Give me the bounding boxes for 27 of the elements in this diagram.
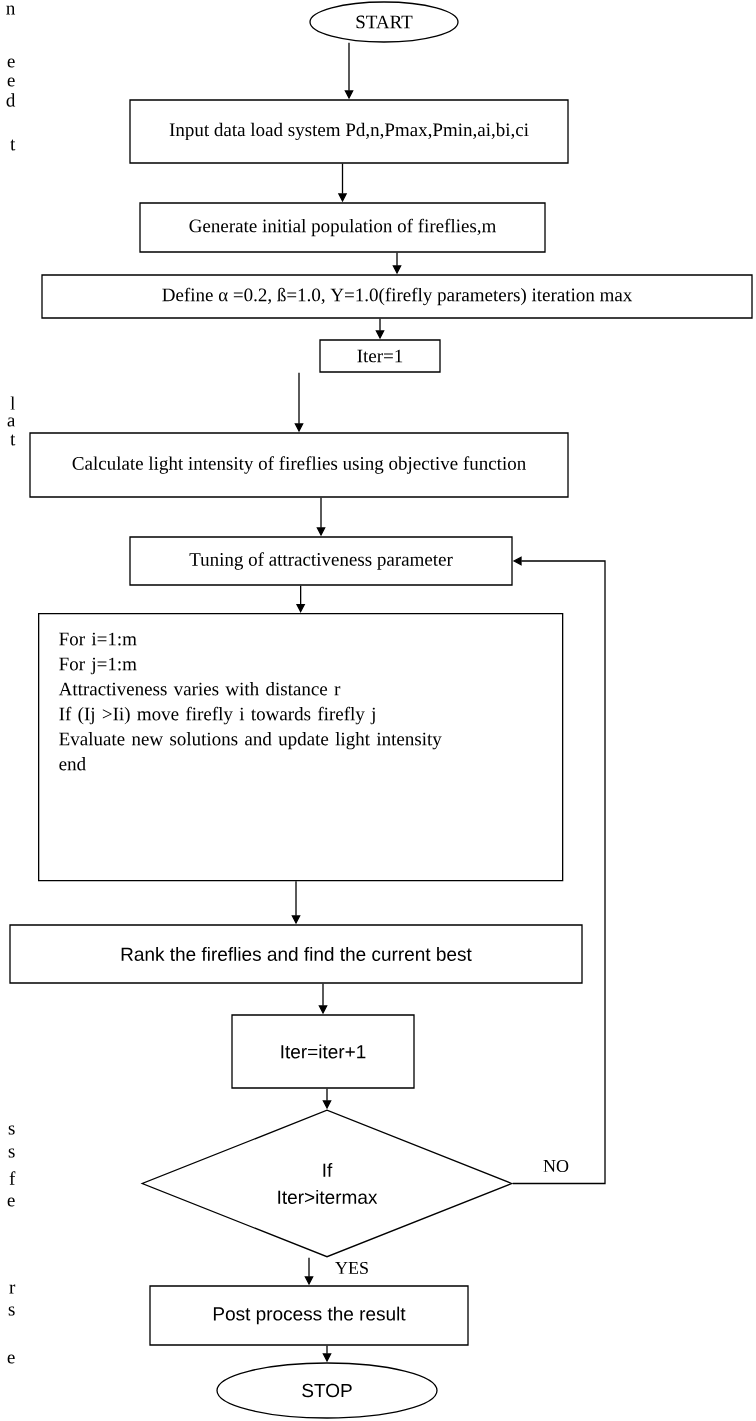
process-box: Iter=iter+1 xyxy=(231,1014,415,1089)
edge-label: NO xyxy=(542,1158,570,1174)
text-fragment: e xyxy=(7,58,15,68)
process-box: For i=1:m For j=1:m Attractiveness varies with distance r If (Ij >Ii) move firefly i towards firefly j Evaluate new solutions and update light intensity end xyxy=(38,613,564,882)
text-fragment: s xyxy=(8,1148,15,1158)
text-fragment: a xyxy=(7,417,16,427)
process-box: Input data load system Pd,n,Pmax,Pmin,ai,bi,ci xyxy=(129,99,569,164)
process-box: Rank the fireflies and find the current best xyxy=(9,924,583,984)
edge-label: YES xyxy=(334,1260,370,1276)
process-box: Post process the result xyxy=(149,1285,469,1346)
arrow xyxy=(512,556,606,1185)
text-fragment: s xyxy=(8,1125,15,1135)
text-fragment: e xyxy=(7,77,15,87)
text-fragment: l xyxy=(10,396,15,410)
text-fragment: e xyxy=(7,1354,15,1364)
text-fragment: n xyxy=(6,5,16,15)
process-box: Iter=1 xyxy=(319,339,441,373)
text-fragment: t xyxy=(10,139,16,151)
process-box: Generate initial population of fireflies,m xyxy=(139,202,546,253)
text-fragment: r xyxy=(9,1284,16,1294)
process-box: Tuning of attractiveness parameter xyxy=(129,536,513,586)
process-box: Calculate light intensity of fireflies using objective function xyxy=(29,432,569,498)
process-box: Define α =0.2, ß=1.0, Y=1.0(firefly parameters) iteration max xyxy=(41,274,753,319)
text-fragment: d xyxy=(6,93,16,107)
text-fragment: f xyxy=(9,1171,16,1185)
text-fragment: s xyxy=(8,1306,15,1316)
text-fragment: e xyxy=(7,1197,15,1207)
